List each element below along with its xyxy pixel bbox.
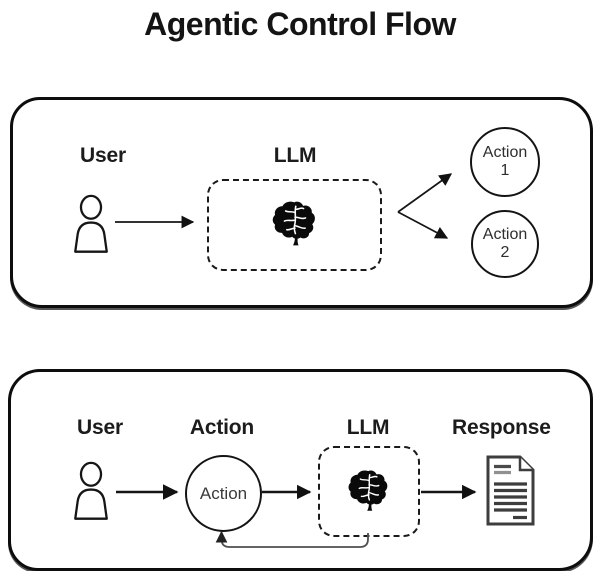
action-2-node: Action 2 (471, 210, 539, 278)
action-node-label: Action (199, 483, 248, 503)
user-icon-wrap-bottom (70, 461, 112, 526)
response-icon-wrap (484, 454, 537, 532)
llm-box-top (207, 179, 382, 271)
user-label-bottom: User (77, 416, 123, 439)
action-2-number: 2 (500, 244, 510, 261)
brain-icon (272, 201, 315, 246)
action-node-bottom: Action (185, 455, 262, 532)
llm-box-bottom (318, 446, 420, 537)
response-label: Response (452, 416, 551, 439)
document-icon (486, 455, 535, 526)
action-1-number: 1 (500, 162, 510, 179)
action-1-label: Action (482, 144, 528, 162)
arrow-llm-to-action-1 (397, 173, 453, 213)
llm-label-bottom: LLM (346, 416, 390, 439)
user-icon-wrap-top (70, 194, 112, 259)
panel-loop-flow: User Action Action LLM (8, 369, 593, 571)
action-2-label: Action (482, 226, 528, 244)
panel-one-shot-flow: User LLM (10, 97, 593, 308)
llm-label-top: LLM (273, 144, 317, 167)
brain-icon (348, 469, 388, 511)
action-label-bottom: Action (189, 416, 255, 439)
user-label-top: User (80, 144, 126, 167)
person-icon (74, 194, 108, 253)
person-icon (74, 461, 108, 520)
page-title: Agentic Control Flow (144, 6, 456, 42)
arrow-llm-to-action-2 (397, 211, 449, 239)
action-1-node: Action 1 (470, 127, 540, 197)
